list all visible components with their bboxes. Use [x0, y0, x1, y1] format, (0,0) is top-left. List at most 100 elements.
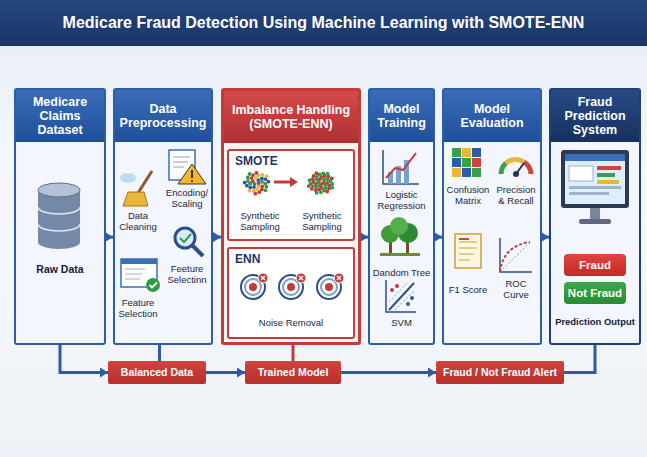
text-slot: Fraud Prediction System: [551, 90, 639, 142]
monitor-icon-part: [597, 166, 621, 170]
text-slot: Synthetic Sampling: [293, 209, 351, 235]
matrix-icon-part: [462, 148, 471, 157]
svm-icon-part: [390, 288, 394, 292]
node-label: Noise Removal: [259, 318, 323, 329]
monitor-icon-part: [565, 154, 625, 204]
sample-dots: [243, 171, 334, 196]
text-slot: F1 Score: [444, 277, 492, 303]
text-slot: Precision & Recall: [492, 183, 540, 209]
database-icon-part: [38, 183, 80, 197]
database-icon-part: [38, 207, 80, 231]
svm-icon-part: [406, 302, 410, 306]
node-label: ENN: [235, 253, 260, 266]
sample-dots-part: [248, 189, 252, 193]
node-label: Feeture Selectinn: [163, 264, 211, 285]
tree-icon-part: [390, 217, 408, 235]
node-label: SVM: [391, 318, 412, 329]
flow-connector: [564, 345, 595, 373]
text-slot: Imbalance Handling (SMOTE-ENN): [224, 91, 358, 143]
output-box: Fraud / Not Fraud Alert: [436, 361, 564, 384]
flow-connector: [542, 236, 549, 239]
sample-dots-part: [265, 185, 269, 189]
text-slot: Fraud / Not Fraud Alert: [436, 361, 564, 384]
database-icon-part: [38, 190, 80, 242]
sample-dots-part: [264, 188, 268, 192]
node-label: Not Fraud: [568, 287, 622, 300]
sample-dots-part: [260, 177, 264, 181]
sample-dots-part: [246, 179, 250, 183]
text-slot: SVM: [370, 316, 433, 330]
monitor-icon-part: [569, 166, 593, 181]
sample-dots-part: [319, 190, 323, 194]
flow-connector: [361, 236, 368, 239]
text-slot: ROC Curve: [492, 277, 540, 303]
text-slot: Balanced Data: [108, 361, 206, 384]
gauge-icon-part: [513, 171, 519, 177]
tree-icon: [380, 217, 420, 256]
node-label: Fraud: [579, 259, 611, 272]
text-slot: Trained Model: [245, 361, 341, 384]
result-button: Fraud: [564, 254, 626, 276]
node-label: Data Cleaning: [115, 211, 161, 232]
sample-dots-part: [248, 172, 252, 176]
svm-icon-part: [386, 280, 416, 312]
sample-dots-part: [252, 185, 256, 189]
sample-dots-part: [245, 184, 249, 188]
broom-icon-part: [123, 192, 148, 206]
magnifier-icon-part: [180, 234, 191, 242]
method-box: SMOTESynthetic SamplingSynthetic Samplin…: [227, 149, 355, 241]
chart-icon-part: [386, 153, 416, 178]
sample-dots-part: [325, 190, 329, 194]
sample-dots-part: [248, 186, 252, 190]
node-label: Confusion Matrix: [444, 185, 492, 206]
broom-icon-part: [138, 171, 152, 193]
text-slot: Noise Removal: [229, 315, 353, 331]
node-label: Trained Model: [258, 367, 329, 379]
title-text: Medicare Fraud Detection Using Machine L…: [63, 14, 585, 32]
matrix-icon-part: [472, 158, 481, 167]
sample-dots-part: [243, 181, 247, 185]
svm-icon-part: [410, 296, 414, 300]
node-label: Balanced Data: [121, 367, 193, 379]
text-slot: Encoding/ Scaling: [163, 186, 211, 212]
node-label: Fraud / Not Fraud Alert: [443, 367, 557, 379]
flow-connector: [158, 345, 161, 361]
flow-connector: [106, 236, 113, 239]
monitor-icon-part: [569, 186, 621, 189]
text-slot: Not Fraud: [564, 282, 626, 304]
node-label: Dandom Tree: [373, 268, 431, 279]
panel-title: Imbalance Handling (SMOTE-ENN): [224, 103, 358, 131]
matrix-icon-part: [452, 168, 461, 177]
chart-icon: [383, 150, 419, 184]
target-icons-part: [317, 273, 344, 299]
sample-dots-part: [258, 190, 262, 194]
monitor-icon-part: [597, 173, 615, 177]
title-bar: Medicare Fraud Detection Using Machine L…: [0, 0, 647, 46]
stage-panel: Model EvaluationConfusion MatrixPrecisio…: [442, 88, 542, 345]
text-slot: ENN: [235, 252, 295, 268]
monitor-icon-part: [597, 180, 619, 184]
gauge-icon-part: [501, 163, 506, 174]
matrix-icon-part: [452, 148, 461, 157]
database-icon: [38, 183, 80, 249]
roc-icon-part: [500, 238, 532, 272]
gauge-icon-part: [506, 159, 524, 163]
report-icon-part: [459, 238, 469, 240]
matrix-icon-part: [462, 158, 471, 167]
node-label: Feature Selection: [115, 298, 161, 319]
target-icons-part: [279, 273, 306, 299]
panel-title: Model Evaluation: [444, 102, 540, 130]
node-label: Logistic Regression: [370, 190, 433, 211]
monitor-icon: [561, 150, 629, 224]
flow-connector: [341, 371, 436, 374]
monitor-icon-part: [565, 154, 625, 161]
svm-icon-part: [389, 282, 414, 310]
svm-icon-part: [389, 283, 414, 310]
text-slot: Confusion Matrix: [444, 183, 492, 209]
stage-panel: Data PreprocessingData CleaningEncoding/…: [113, 88, 213, 345]
node-label: Encoding/ Scaling: [163, 188, 211, 209]
smote-arrow-part: [290, 177, 298, 187]
target-icons: [241, 273, 344, 299]
result-button: Not Fraud: [564, 282, 626, 304]
